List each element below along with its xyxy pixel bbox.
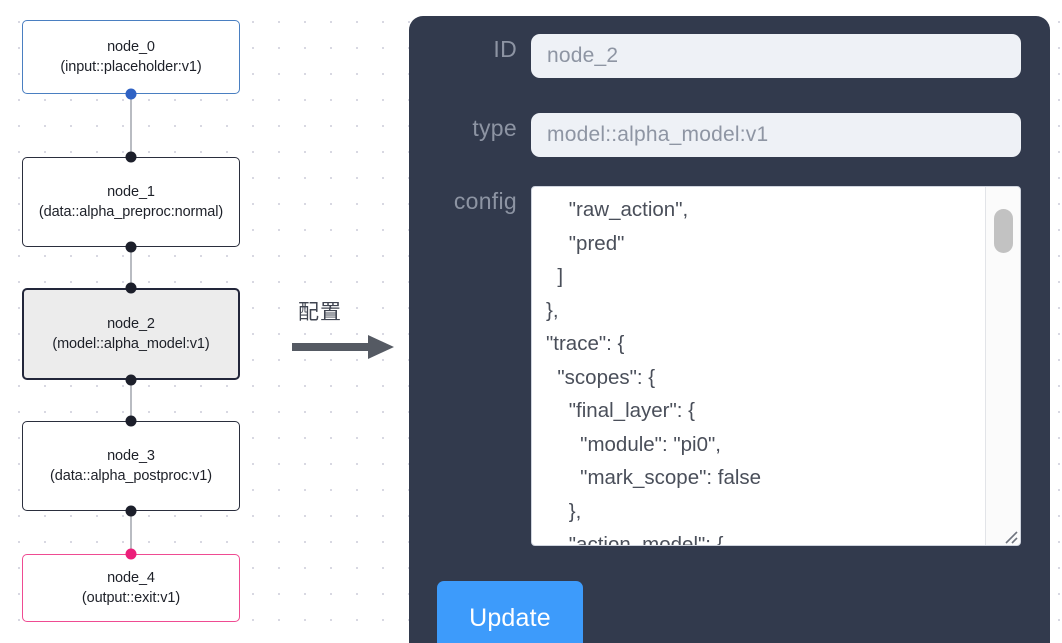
node-label: node_2(model::alpha_model:v1) xyxy=(52,316,210,352)
type-input[interactable] xyxy=(531,113,1021,157)
graph-node-node_0[interactable]: node_0(input::placeholder:v1) xyxy=(22,20,240,94)
transition-arrow-group: 配置 xyxy=(288,296,398,366)
field-row-type: type xyxy=(409,113,1050,157)
id-input[interactable] xyxy=(531,34,1021,78)
node-label: node_4(output::exit:v1) xyxy=(81,570,181,606)
graph-node-node_4[interactable]: node_4(output::exit:v1) xyxy=(22,554,240,622)
node-label: node_0(input::placeholder:v1) xyxy=(60,39,202,75)
config-scrollbar[interactable] xyxy=(985,187,1020,545)
type-field-label: type xyxy=(472,115,517,141)
node-handle-target-node_2[interactable] xyxy=(125,282,137,294)
graph-node-node_2[interactable]: node_2(model::alpha_model:v1) xyxy=(22,288,240,380)
field-row-id: ID xyxy=(409,34,1050,78)
graph-node-node_3[interactable]: node_3(data::alpha_postproc:v1) xyxy=(22,421,240,511)
graph-canvas[interactable]: node_0(input::placeholder:v1) node_1(dat… xyxy=(0,0,400,643)
edge-node2-node3 xyxy=(130,380,132,421)
graph-node-node_1[interactable]: node_1(data::alpha_preproc:normal) xyxy=(22,157,240,247)
config-scrollbar-thumb[interactable] xyxy=(994,209,1013,253)
node-handle-target-node_1[interactable] xyxy=(125,151,137,163)
node-handle-source-node_1[interactable] xyxy=(125,241,137,253)
arrow-right-icon xyxy=(292,335,394,359)
edge-node1-node2 xyxy=(130,247,132,288)
resize-grip-icon[interactable] xyxy=(1000,526,1018,544)
node-config-panel: ID type config Update xyxy=(409,16,1050,643)
node-handle-source-node_2[interactable] xyxy=(125,374,137,386)
config-textarea[interactable] xyxy=(532,187,987,545)
node-handle-source-node_0[interactable] xyxy=(125,88,137,100)
node-label: node_1(data::alpha_preproc:normal) xyxy=(38,184,224,220)
id-field-label: ID xyxy=(493,36,517,62)
node-label: node_3(data::alpha_postproc:v1) xyxy=(50,448,212,484)
field-row-config: config xyxy=(409,186,1050,546)
edge-node0-node1 xyxy=(130,94,132,157)
node-handle-source-node_3[interactable] xyxy=(125,505,137,517)
edge-node3-node4 xyxy=(130,511,132,554)
config-textarea-wrapper xyxy=(531,186,1021,546)
arrow-label: 配置 xyxy=(298,300,342,324)
config-field-label: config xyxy=(453,188,517,214)
node-handle-target-node_3[interactable] xyxy=(125,415,137,427)
node-handle-target-node_4[interactable] xyxy=(125,548,137,560)
update-button[interactable]: Update xyxy=(437,581,583,643)
